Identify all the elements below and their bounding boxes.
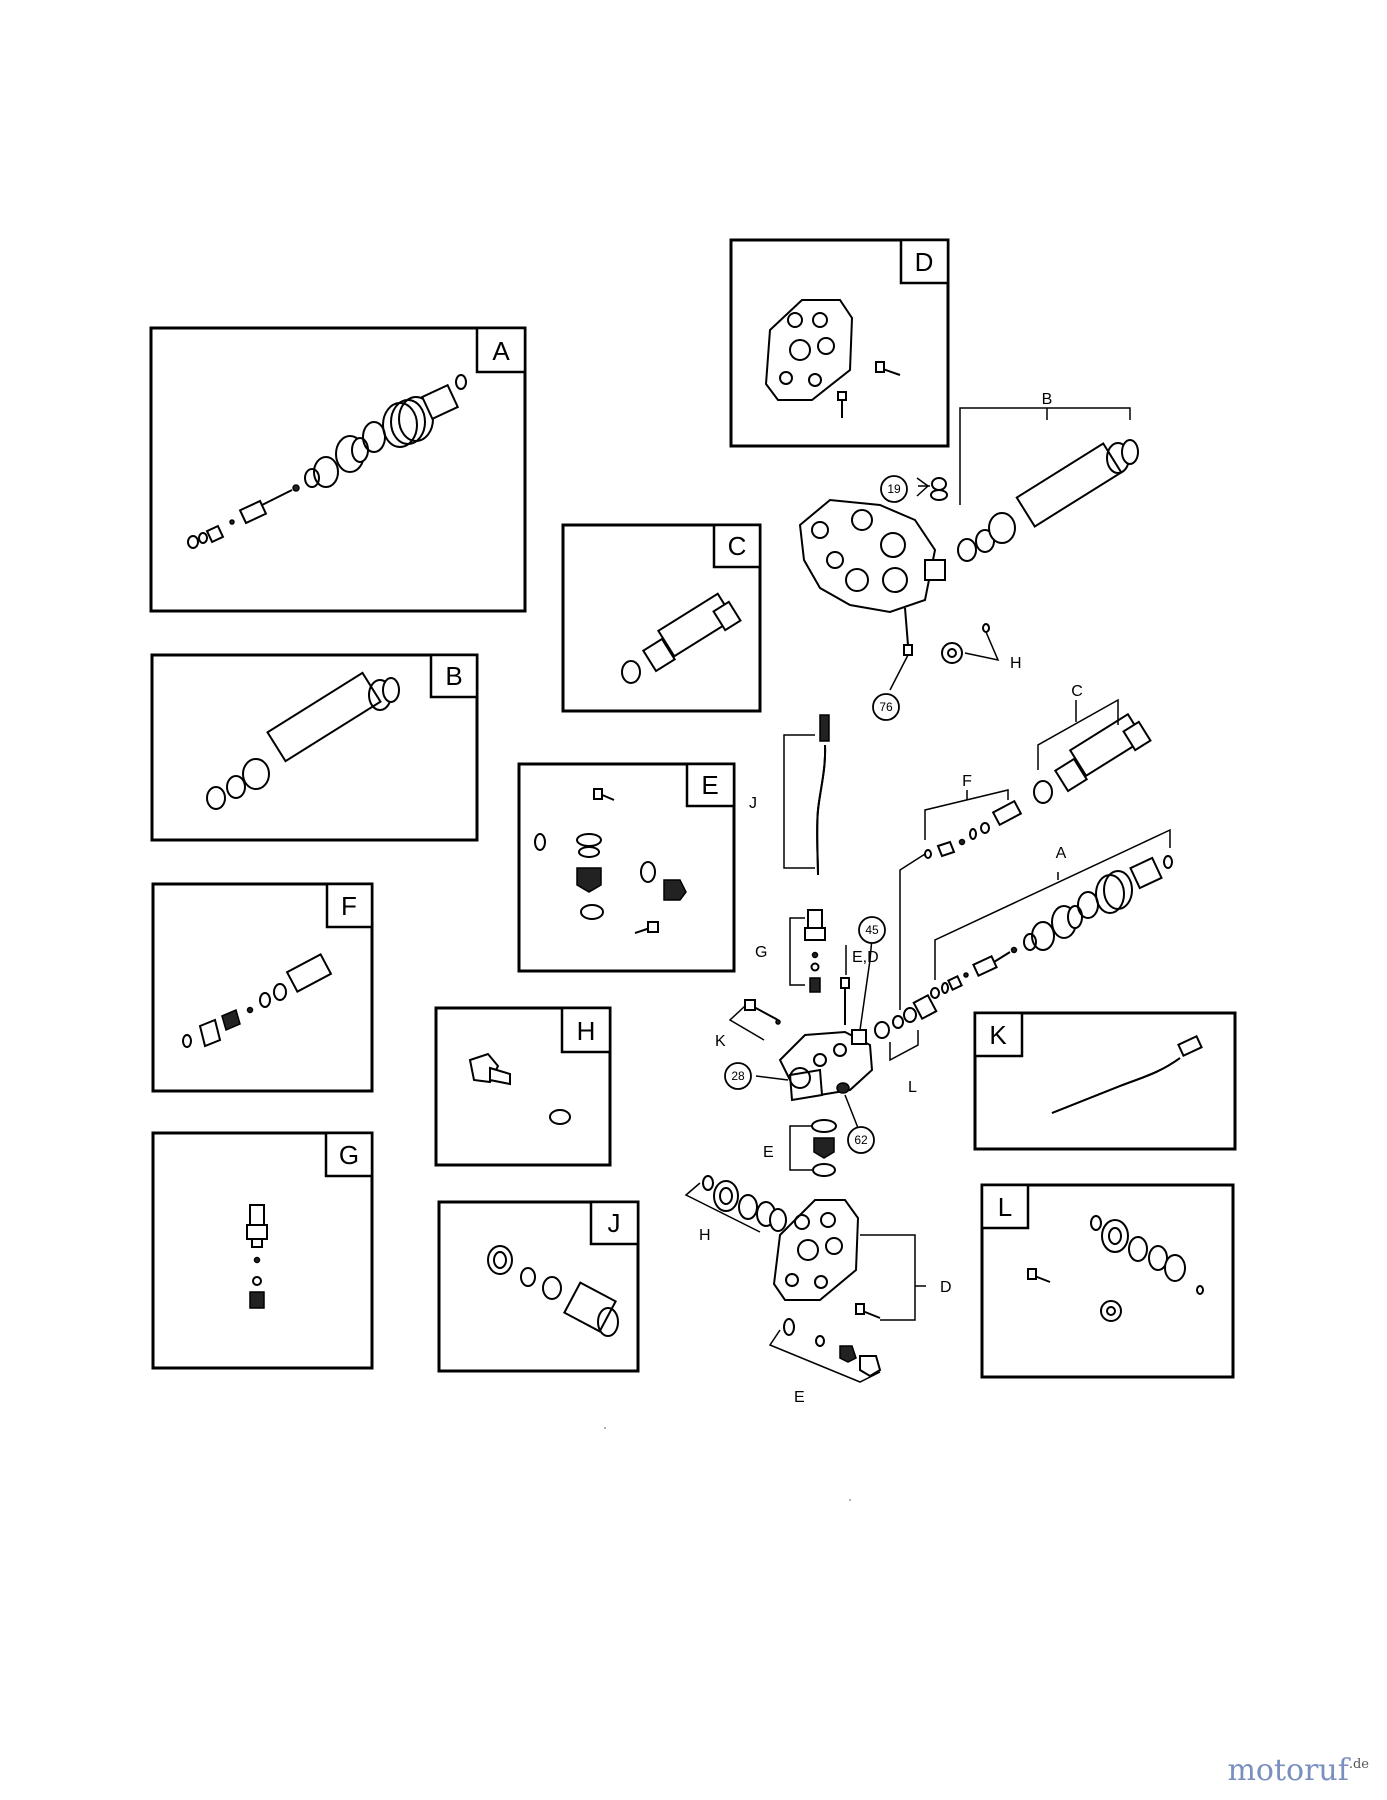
assembly-a xyxy=(930,855,1173,999)
ref-bubble-28: 28 xyxy=(724,1062,752,1090)
inset-label-e: E xyxy=(701,770,718,800)
leader-lines xyxy=(684,407,1171,1383)
main-pump-upper xyxy=(798,477,948,656)
callout-k: K xyxy=(715,1033,726,1050)
inset-label-b: B xyxy=(445,661,462,691)
ref-bubbles: 19 76 45 28 62 xyxy=(724,475,908,1154)
assembly-b xyxy=(957,439,1139,562)
callout-e-bottom: E xyxy=(794,1389,805,1406)
inset-box-a: A xyxy=(149,326,527,613)
callout-c: C xyxy=(1071,683,1083,700)
inset-box-f: F xyxy=(151,882,374,1093)
ref-bubble-76: 76 xyxy=(872,693,900,721)
inset-box-e: E xyxy=(517,762,736,973)
inset-label-c: C xyxy=(728,531,747,561)
inset-label-a: A xyxy=(492,336,510,366)
assembly-h-upper xyxy=(941,623,990,664)
watermark-logo: motoruf.de xyxy=(1227,1753,1369,1788)
callout-g: G xyxy=(755,944,767,961)
assembly-e-center xyxy=(811,1119,837,1177)
callout-labels: B C H F A J G E,D K L E H D E xyxy=(699,391,1083,1406)
callout-e-center: E xyxy=(763,1144,774,1161)
callout-j: J xyxy=(749,795,757,812)
callout-h-top: H xyxy=(1010,655,1022,672)
callout-ed: E,D xyxy=(852,949,879,966)
ref-bubble-62: 62 xyxy=(847,1126,875,1154)
manifold xyxy=(744,977,874,1102)
inset-label-k: H xyxy=(577,1016,596,1046)
inset-label-h: L xyxy=(998,1192,1012,1222)
pump-head-lower xyxy=(702,1175,881,1319)
watermark-suffix: .de xyxy=(1348,1757,1369,1772)
inset-label-j: K xyxy=(989,1020,1007,1050)
inset-box-c: C xyxy=(561,523,762,713)
watermark-text: motoruf xyxy=(1227,1753,1349,1788)
inset-box-h: L xyxy=(980,1183,1235,1379)
svg-text:76: 76 xyxy=(879,700,893,714)
callout-b: B xyxy=(1042,391,1053,408)
callout-f: F xyxy=(962,773,972,790)
callout-a: A xyxy=(1056,845,1067,862)
svg-text:45: 45 xyxy=(865,923,879,937)
assembly-c xyxy=(1033,712,1152,804)
inset-box-g: G xyxy=(151,1131,374,1370)
callout-l: L xyxy=(908,1079,917,1096)
inset-box-d: D xyxy=(729,238,950,448)
inset-box-k: H xyxy=(434,1006,612,1167)
inset-label-l: J xyxy=(608,1208,621,1238)
ref-bubble-45: 45 xyxy=(858,916,886,944)
inset-label-g: G xyxy=(339,1140,359,1170)
svg-text:19: 19 xyxy=(887,482,901,496)
inset-box-l: J xyxy=(437,1200,640,1373)
inset-box-j: K xyxy=(973,1011,1237,1151)
callout-d: D xyxy=(940,1279,952,1296)
assembly-f xyxy=(924,799,1023,859)
assembly-j xyxy=(816,714,830,876)
ref-bubble-19: 19 xyxy=(880,475,908,503)
assembly-l xyxy=(874,993,938,1039)
inset-label-f: F xyxy=(341,891,357,921)
assembly-g xyxy=(804,909,826,993)
inset-box-b: B xyxy=(150,653,479,842)
callout-h-bottom: H xyxy=(699,1227,711,1244)
assembly-e-bottom xyxy=(783,1318,882,1378)
inset-label-d: D xyxy=(915,247,934,277)
svg-text:62: 62 xyxy=(854,1133,868,1147)
svg-text:28: 28 xyxy=(731,1069,745,1083)
